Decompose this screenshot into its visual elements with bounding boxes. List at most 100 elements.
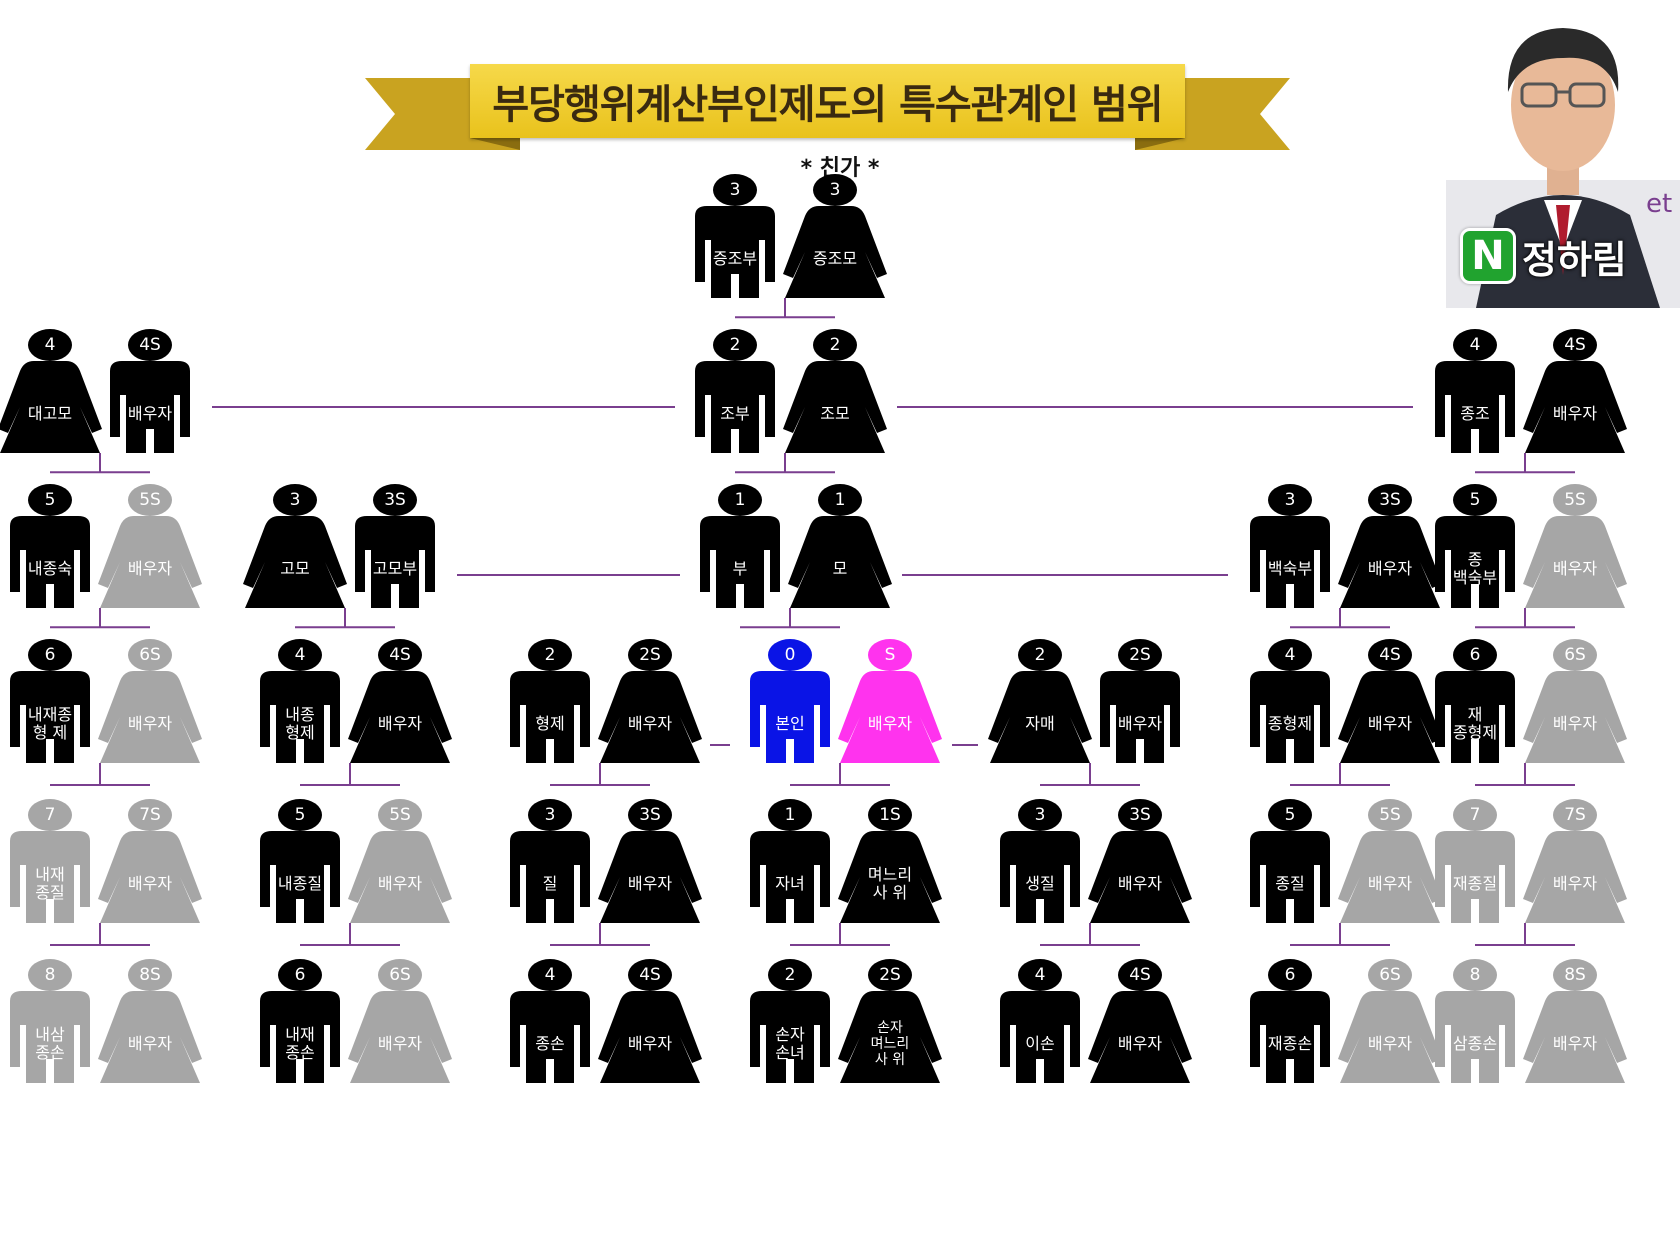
female-body-shape [598,671,702,763]
female-body-shape [1523,831,1627,923]
label-line: 내종 [285,704,315,724]
label-line: 손녀 [775,1043,805,1062]
label-line: 질 [542,873,558,893]
male-body-shape [1250,516,1330,608]
head-shape [628,799,672,831]
naejaejongson-left-figure [260,959,340,1083]
naejonghyeongje-right-figure [348,639,452,763]
degree-badge: 2 [544,645,556,665]
female-body-shape [1338,671,1442,763]
degree-badge: 4 [294,645,306,665]
label-line: 종손 [535,1033,565,1053]
partial-watermark-text: et [1646,189,1672,219]
degree-badge: 4S [639,965,661,985]
label-line: 본인 [775,713,805,733]
head-shape [278,799,322,831]
relation-label: 질 [505,853,595,915]
degree-badge: 2 [784,965,796,985]
label-line: 배우자 [1367,873,1413,893]
head-shape [1553,959,1597,991]
female-body-shape [98,991,202,1083]
degree-badge: 8 [1469,965,1481,985]
relation-label: 증조모 [790,228,880,290]
naejongsuk-right-figure [98,484,202,608]
daegomo-left-figure [0,329,102,453]
degree-badge: 1S [879,805,901,825]
head-shape [28,329,72,361]
head-shape [378,799,422,831]
naejaejongjil-left-figure [10,799,90,923]
relation-label: 배우자 [1530,538,1620,600]
female-body-shape [1523,671,1627,763]
relation-label: 재종손 [1245,1013,1335,1075]
male-body-shape [510,831,590,923]
relation-label: 본인 [745,693,835,755]
degree-badge: 8S [1564,965,1586,985]
label-line: 종질 [1275,873,1305,893]
label-line: 배우자 [127,873,173,893]
male-body-shape [695,361,775,453]
head-shape [1553,639,1597,671]
naejongsuk-left-figure [10,484,90,608]
label-line: 부 [732,558,748,578]
male-body-shape [260,831,340,923]
relation-label: 내종질 [255,853,345,915]
female-body-shape [98,516,202,608]
label-line: 증조부 [712,248,758,268]
label-line: 배우자 [627,873,673,893]
male-body-shape [10,831,90,923]
jaejonghyeongje-left-figure [1435,639,1515,763]
label-line: 고모부 [372,558,418,578]
label-line: 종손 [285,1043,315,1062]
head-shape [128,329,172,361]
relation-label: 생질 [995,853,1085,915]
jamae-left-figure [988,639,1092,763]
label-line: 배우자 [1552,558,1598,578]
head-shape [1118,639,1162,671]
label-line: 배우자 [127,713,173,733]
female-body-shape [1523,991,1627,1083]
female-body-shape [788,516,892,608]
relation-label: 종질 [1245,853,1335,915]
brand-name: 정하림 [1522,237,1627,282]
head-shape [1018,639,1062,671]
degree-badge: 5 [44,490,56,510]
jaejongjil-left-figure [1435,799,1515,923]
relation-label: 재종질 [1430,853,1520,915]
relation-label: 자매 [995,693,1085,755]
label-line: 배우자 [627,713,673,733]
male-body-shape [510,671,590,763]
degree-badge: 4 [44,335,56,355]
relation-label: 종손 [505,1013,595,1075]
degree-badge: 5S [1379,805,1401,825]
naejaejongson-right-figure [348,959,452,1083]
degree-badge: 7 [1469,805,1481,825]
head-shape [128,639,172,671]
head-shape [718,484,762,516]
jongson-right-figure [598,959,702,1083]
degree-badge: 6S [389,965,411,985]
male-body-shape [1435,991,1515,1083]
relation-label: 배우자 [605,693,695,755]
degree-badge: 6S [1564,645,1586,665]
relation-label: 배우자 [1345,1013,1435,1075]
samjongson-left-figure [1435,959,1515,1083]
jongjo-left-figure [1435,329,1515,453]
naejonghyeongje-left-figure [260,639,340,763]
female-body-shape [1088,991,1192,1083]
daegomo-right-figure [110,329,190,453]
female-body-shape [0,361,102,453]
degree-badge: 3 [1284,490,1296,510]
female-body-shape [838,991,942,1083]
relation-label: 조모 [790,383,880,445]
head-shape [528,799,572,831]
naejaejong-right-figure [98,639,202,763]
relation-label: 배우자 [105,383,195,445]
relation-label: 고모 [250,538,340,600]
degree-badge: 5S [389,805,411,825]
label-line: 배우자 [1552,873,1598,893]
male-body-shape [10,991,90,1083]
janyeo-right-figure [838,799,942,923]
